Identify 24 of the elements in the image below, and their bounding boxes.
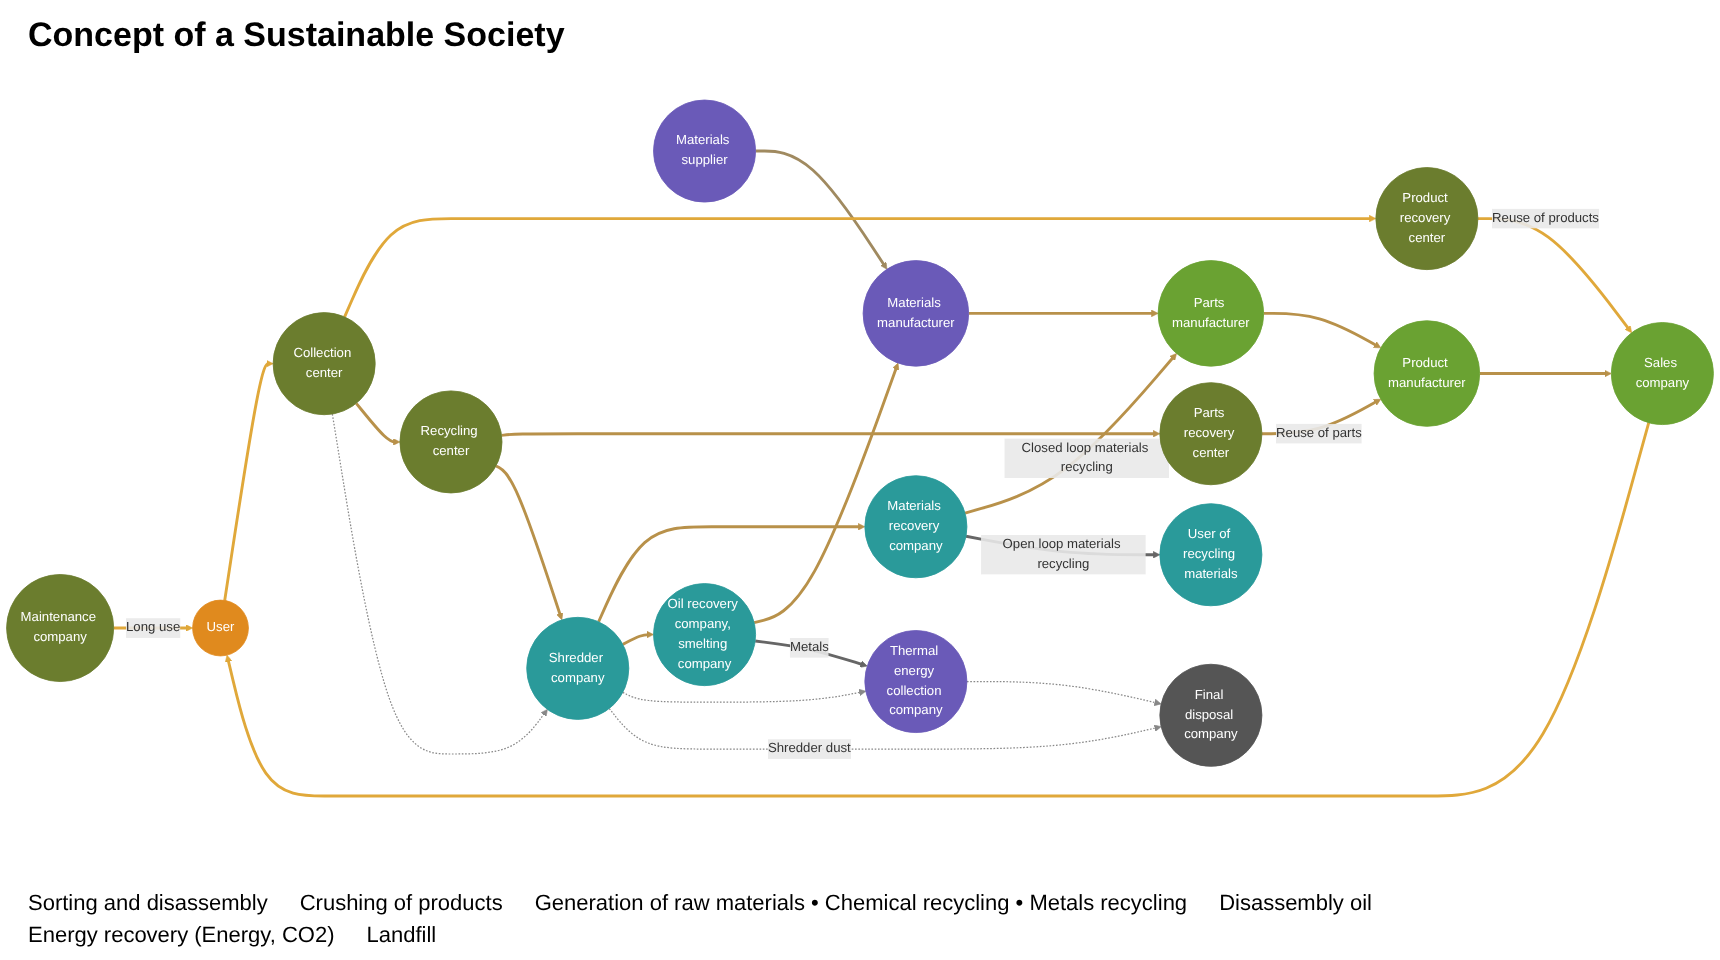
arrow [1479, 369, 1612, 378]
note-text: Landfill [366, 924, 437, 948]
arrow [355, 402, 401, 446]
note-text: Crushing of products [299, 892, 503, 916]
arrow [223, 360, 274, 601]
arrow [495, 464, 564, 621]
arrow [331, 413, 548, 755]
arrow [343, 214, 1377, 318]
arrow [622, 631, 654, 646]
arrow [597, 523, 866, 623]
arrow [753, 362, 900, 624]
arrow [968, 309, 1159, 317]
note-text: Generation of raw materials • Chemical recycling • Metals recycling [534, 892, 1188, 916]
title: Concept of a Sustainable Society [28, 16, 565, 56]
note-text: Sorting and disassembly [28, 892, 268, 916]
note-text: Energy recovery (Energy, CO2) [28, 924, 335, 948]
arrow [225, 422, 1651, 798]
arrow [966, 680, 1162, 706]
arrow [501, 430, 1161, 438]
arrow [755, 149, 888, 270]
arrow [964, 353, 1177, 515]
note-text: Disassembly oil [1219, 892, 1372, 916]
arrow [1263, 311, 1382, 349]
arrow [622, 688, 867, 703]
